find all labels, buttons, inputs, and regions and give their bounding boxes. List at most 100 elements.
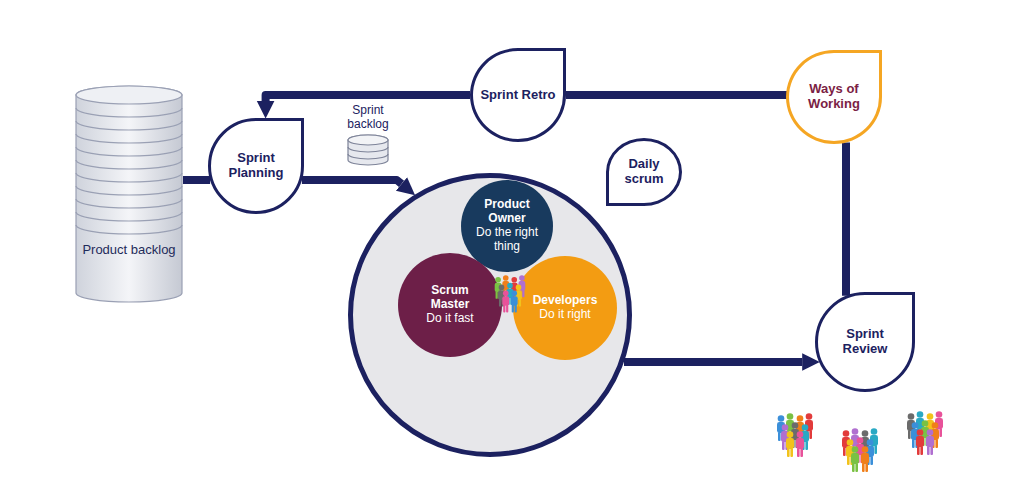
person-head: [917, 429, 924, 436]
person-leg: [800, 448, 803, 457]
person-head: [922, 420, 929, 427]
scrum-team-circle: Product OwnerDo the right thingScrum Mas…: [348, 173, 632, 457]
person-head: [495, 277, 501, 283]
person-head: [867, 439, 874, 446]
person-head: [516, 285, 522, 291]
node-title: Product Owner: [472, 198, 542, 226]
database-top: [348, 135, 388, 145]
person-body: [796, 438, 804, 449]
person-leg: [927, 446, 930, 455]
person-head: [802, 424, 809, 431]
person-leg: [843, 447, 846, 456]
person-body: [507, 289, 514, 298]
node-text: Sprint Review: [824, 327, 906, 357]
person-head: [797, 415, 804, 422]
node-label: Product backlog: [81, 243, 177, 258]
person-body: [916, 436, 924, 447]
database-icon: [346, 134, 390, 166]
node-text: Scrum MasterDo it fast: [411, 284, 489, 325]
node-title: Sprint Planning: [216, 151, 296, 181]
person-head: [927, 429, 934, 436]
person-head: [503, 275, 509, 281]
node-text: Product backlog: [81, 243, 177, 258]
person-body: [502, 296, 509, 305]
person-leg: [502, 299, 504, 307]
person-leg: [519, 299, 521, 307]
role-motto: Do it right: [525, 308, 605, 322]
sprint-review-drop: Sprint Review: [815, 292, 915, 392]
person-leg: [917, 446, 920, 455]
stack-ring: [76, 108, 182, 117]
person-head: [782, 424, 789, 431]
person-body: [786, 438, 794, 449]
person-head: [797, 431, 804, 438]
person-leg: [920, 446, 923, 455]
stack-outline: [75, 85, 183, 303]
person-body: [495, 283, 502, 292]
stack-ring: [76, 173, 182, 182]
node-text: Ways of Working: [794, 82, 874, 112]
node-text: Sprint backlog: [336, 104, 400, 132]
person-leg: [805, 441, 808, 450]
person-head: [871, 428, 878, 435]
person-leg: [522, 290, 524, 298]
person-leg: [908, 430, 911, 439]
people-group: [777, 413, 813, 457]
stack-ring: [76, 121, 182, 130]
person-leg: [516, 299, 518, 307]
role-motto: Do it fast: [411, 312, 489, 326]
person-head: [908, 413, 915, 420]
people-group: [907, 411, 943, 455]
person-head: [511, 277, 517, 283]
person-leg: [797, 448, 800, 457]
sprint-backlog-store: Sprint backlog: [336, 104, 400, 172]
sprint-retro-drop: Sprint Retro: [470, 48, 566, 142]
person-head: [507, 283, 513, 289]
stack-ring: [76, 225, 182, 234]
person-leg: [939, 428, 942, 437]
person-body: [511, 296, 518, 305]
product-backlog-stack: Product backlog: [75, 85, 183, 303]
person-leg: [790, 448, 793, 457]
person-leg: [787, 448, 790, 457]
person-leg: [503, 305, 505, 313]
person-leg: [512, 291, 514, 299]
person-body: [519, 281, 526, 290]
person-leg: [874, 445, 877, 454]
node-title: Sprint Review: [824, 327, 906, 357]
person-leg: [847, 456, 850, 465]
people-group: [495, 275, 526, 312]
stack-ring: [76, 199, 182, 208]
role-circle: Product OwnerDo the right thing: [461, 180, 553, 272]
person-leg: [512, 305, 514, 313]
person-leg: [519, 290, 521, 298]
person-body: [851, 453, 859, 464]
role-circle: DevelopersDo it right: [513, 256, 617, 360]
node-text: Product OwnerDo the right thing: [472, 198, 542, 253]
flow-connector: [183, 176, 210, 184]
person-head: [787, 431, 794, 438]
person-head: [511, 291, 517, 297]
person-head: [857, 437, 864, 444]
person-leg: [935, 439, 938, 448]
person-head: [792, 422, 799, 429]
person-leg: [499, 299, 501, 307]
person-leg: [507, 297, 509, 305]
person-leg: [782, 441, 785, 450]
person-leg: [865, 463, 868, 472]
stack-ring: [76, 212, 182, 221]
person-leg: [912, 439, 915, 448]
stack-ring: [76, 147, 182, 156]
person-leg: [930, 446, 933, 455]
flow-connector: [302, 180, 402, 184]
role-motto: Do the right thing: [472, 226, 542, 254]
ways-of-working-drop: Ways of Working: [786, 50, 882, 144]
flow-connector: [624, 358, 802, 366]
person-head: [847, 439, 854, 446]
person-head: [927, 413, 934, 420]
person-head: [852, 446, 859, 453]
person-body: [515, 290, 522, 299]
person-body: [498, 290, 505, 299]
node-label: Sprint backlog: [336, 104, 400, 132]
